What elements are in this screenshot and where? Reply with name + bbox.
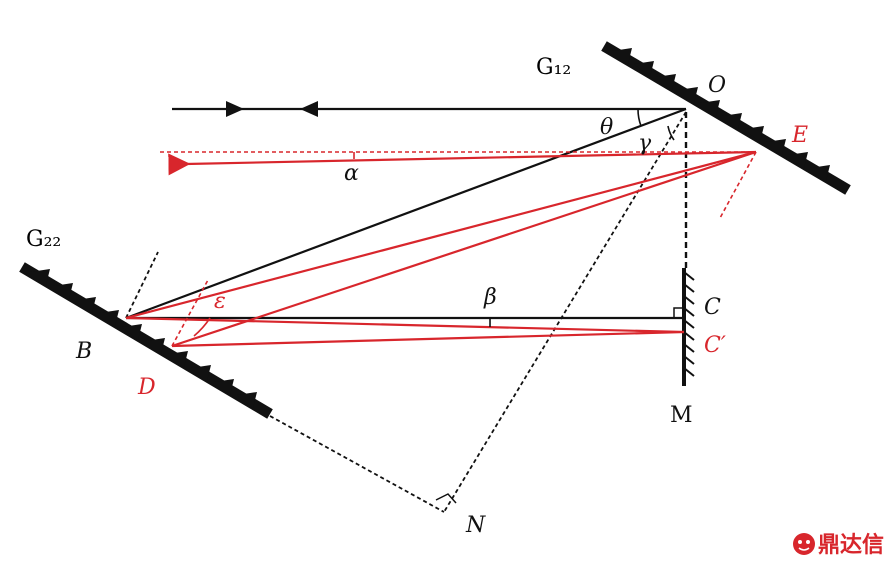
ray-arrow-right	[226, 101, 244, 117]
label-beta: β	[483, 285, 497, 310]
watermark-icon	[793, 533, 815, 555]
label-n: N	[465, 513, 486, 538]
label-epsilon: ε	[214, 289, 226, 314]
grating-g22	[19, 262, 273, 419]
label-g12: G₁₂	[536, 55, 571, 80]
black-rays	[125, 107, 687, 320]
watermark-text: 鼎达信	[818, 532, 884, 558]
label-m: M	[670, 403, 693, 428]
label-o: O	[708, 73, 726, 98]
label-alpha: α	[344, 161, 359, 186]
label-b: B	[75, 339, 92, 364]
construction-lines	[125, 111, 688, 513]
watermark-logo: 鼎达信	[793, 532, 884, 558]
label-e: E	[791, 123, 808, 148]
ray-arrow-left	[300, 101, 318, 117]
label-d: D	[137, 375, 156, 400]
label-gamma: γ	[638, 131, 652, 156]
grating-g12	[601, 41, 851, 195]
red-rays	[125, 150, 757, 348]
label-theta: θ	[600, 115, 613, 140]
right-angle-n	[435, 493, 457, 504]
angle-arcs	[193, 108, 675, 337]
mirror-m	[673, 268, 695, 386]
label-g22: G₂₂	[26, 227, 61, 252]
red-dashed-lines	[160, 151, 757, 347]
label-c: C	[704, 295, 721, 320]
label-c-prime: C′	[704, 333, 726, 358]
